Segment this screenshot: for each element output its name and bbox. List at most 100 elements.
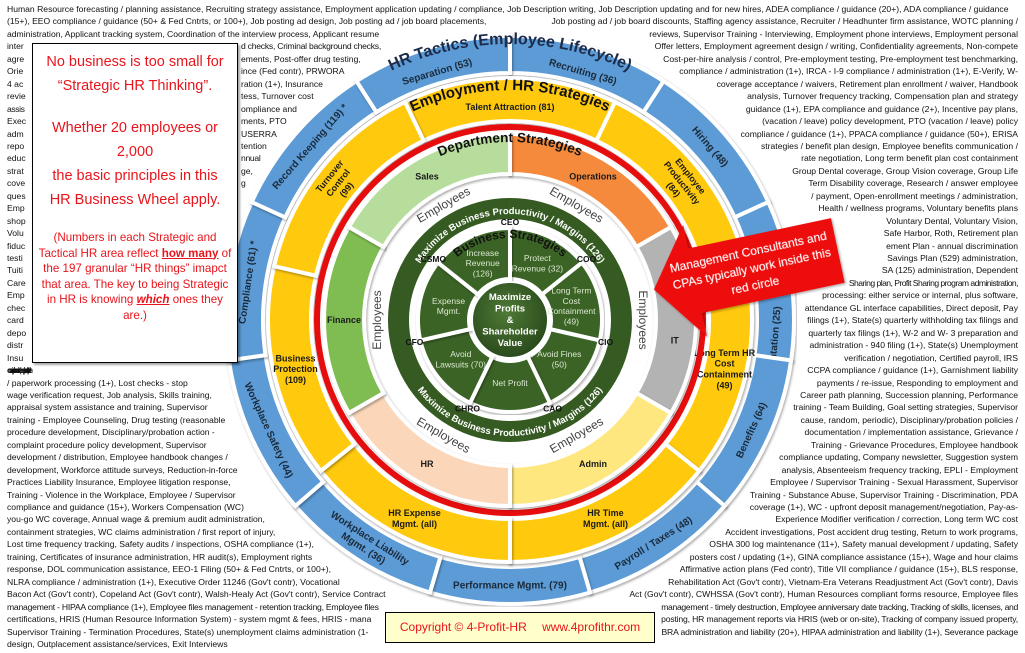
service-text-line: / payment, Open-enrollment meetings / ad… bbox=[811, 190, 1018, 201]
service-text-fragment: adm bbox=[7, 128, 24, 139]
business-label-line: Revenue bbox=[466, 258, 500, 268]
strategy-label-line: Business bbox=[276, 353, 316, 363]
executive-label: CHRO bbox=[455, 403, 480, 413]
service-text-line: analysis, Turnover frequency tracking, C… bbox=[747, 91, 1018, 102]
service-text-line: Cost-per-hire analysis / control, Pre-em… bbox=[663, 53, 1018, 64]
center-label-line: Value bbox=[498, 338, 523, 349]
service-text-line: OSHA 300 log maintenance (11+), Safety m… bbox=[709, 539, 1018, 550]
employees-label: Employees bbox=[370, 290, 384, 349]
service-text-line: Career path planning, Succession plannin… bbox=[800, 389, 1018, 400]
service-text-line: compliance / guidance (1+), PPACA compli… bbox=[740, 128, 1018, 139]
executive-label: CFO bbox=[405, 337, 423, 347]
message-line: HR Business Wheel apply. bbox=[49, 192, 221, 208]
strategy-label-line: Mgmt. (all) bbox=[583, 519, 628, 529]
service-text-line: compliance / correspondence (employment … bbox=[7, 365, 29, 376]
business-label-line: Lawsuits (70) bbox=[435, 359, 486, 369]
message-line: “Strategic HR Thinking”. bbox=[57, 78, 213, 94]
service-text-line: development / distribution, Employee han… bbox=[7, 452, 228, 463]
service-text-fragment: chec bbox=[7, 302, 26, 313]
service-text-line: Experience Modifier verification / corre… bbox=[775, 514, 1018, 525]
strategy-label: Talent Attraction (81) bbox=[465, 102, 554, 112]
service-text-line: filings (1+), State(s) quarterly withhol… bbox=[807, 315, 1018, 326]
spacer bbox=[36, 212, 234, 230]
service-text-line: NLRA compliance / administration (1+), E… bbox=[7, 576, 340, 587]
service-text-line: Term Disability coverage, Research / ans… bbox=[808, 178, 1018, 189]
service-text-line: containment strategies, WC claims admini… bbox=[7, 526, 276, 537]
service-text-fragment: assis bbox=[7, 103, 25, 114]
center-label-line: Shareholder bbox=[482, 327, 538, 338]
business-label-line: Mgmt. bbox=[437, 306, 461, 316]
copyright-box: Copyright © 4-Profit-HR www.4profithr.co… bbox=[385, 612, 655, 643]
service-text-line: complaint procedure policy development, … bbox=[7, 439, 207, 450]
executive-label: CIO bbox=[598, 337, 614, 347]
business-label-line: Avoid Fines bbox=[537, 349, 581, 359]
message-line: Whether 20 employees or 2,000 bbox=[51, 120, 219, 160]
business-label: Avoid Fines(50) bbox=[537, 349, 581, 369]
service-text-line: attendance GL interface capabilities, Di… bbox=[804, 302, 1018, 313]
service-text-fragment: shop bbox=[7, 215, 26, 226]
service-text-line: processing: either service or internal, … bbox=[822, 290, 1018, 301]
service-text-line: wage verification request, Job analysis,… bbox=[7, 389, 212, 400]
service-text-line: administration - 940 filing (1+), State(… bbox=[809, 340, 1019, 351]
service-text-line: management - HIPAA compliance (1+), Empl… bbox=[7, 601, 379, 612]
strategy-label-line: Cost bbox=[714, 359, 734, 369]
service-text-line: Offer letters, Employment agreement desi… bbox=[654, 41, 1018, 52]
service-text-line: Training - Violence in the Workplace, Em… bbox=[7, 489, 236, 500]
message-line: No business is too small for bbox=[46, 54, 224, 70]
service-text-fragment: g bbox=[241, 178, 246, 189]
note-text: of bbox=[218, 246, 232, 260]
business-label-line: Net Profit bbox=[492, 378, 528, 388]
department-label: Finance bbox=[327, 315, 361, 325]
note-text: the 197 granular “HR things” imapct bbox=[43, 262, 227, 275]
service-text-line: coverage (1+), WC - upfront deposit mana… bbox=[749, 502, 1018, 512]
service-text-fragment: d checks, Criminal background checks, bbox=[241, 41, 381, 52]
website-link[interactable]: www.4profithr.com bbox=[542, 620, 641, 634]
service-text-line: Supervisor Training - Termination Proced… bbox=[7, 626, 369, 637]
service-text-line: training, Certificates of insurance admi… bbox=[7, 551, 313, 562]
service-text-line: documentation / implementation assistanc… bbox=[804, 427, 1018, 438]
service-text-fragment: Volu bbox=[7, 228, 24, 239]
note-text: that area. The key to being Strategic in bbox=[41, 277, 229, 307]
business-label-line: Expense bbox=[432, 296, 465, 306]
service-text-line: payments / re-issue, Responding to emplo… bbox=[816, 377, 1018, 388]
executive-label: CEO bbox=[501, 217, 520, 227]
service-text-fragment: Emp bbox=[7, 290, 25, 301]
service-text-line: response, DOL communication assistance, … bbox=[7, 564, 331, 575]
service-text-line: development, Workforce attitude surveys,… bbox=[7, 464, 238, 475]
service-text-line: posting, HR management reports via HRIS … bbox=[661, 614, 1018, 625]
business-label-line: Long Term bbox=[551, 286, 591, 296]
service-text-fragment: Emp bbox=[7, 203, 25, 214]
service-text-fragment: educ bbox=[7, 153, 26, 164]
service-text-line: posters cost / updating (1+), GINA compl… bbox=[689, 551, 1018, 562]
service-text-line: Training - Grievance Procedures, Employe… bbox=[811, 439, 1018, 450]
service-text-line: management - timely destruction, Employe… bbox=[661, 601, 1018, 612]
department-segment bbox=[346, 131, 512, 250]
service-text-fragment: strat bbox=[7, 165, 24, 176]
business-sector bbox=[435, 225, 512, 298]
service-text-fragment: fiduc bbox=[7, 240, 26, 251]
tactic-label: Performance Mgmt. (79) bbox=[453, 581, 567, 592]
strategy-label-line: HR Time bbox=[587, 508, 623, 518]
executive-label: COO bbox=[577, 254, 597, 264]
service-text-fragment: tention bbox=[241, 140, 267, 151]
service-text-line: coverage acceptance / waivers, Retiremen… bbox=[716, 78, 1018, 89]
department-label: IT bbox=[671, 335, 680, 345]
service-text-line: you-go WC coverage, Annual wage & premiu… bbox=[7, 514, 265, 525]
department-label-line: Operations bbox=[569, 171, 617, 181]
strategy-label-line: Long Term HR bbox=[694, 348, 756, 358]
arrow-head-icon bbox=[653, 218, 845, 337]
service-text-line: Job posting ad / job board discounts, St… bbox=[551, 16, 1018, 27]
service-text-line: Sharing plan, Profit Sharing program adm… bbox=[848, 277, 1019, 288]
business-label-line: (50) bbox=[552, 359, 567, 369]
service-text-line: / paperwork processing (1+), Lost checks… bbox=[7, 377, 188, 388]
note-emphasis: which bbox=[136, 293, 170, 306]
service-text-line: Voluntary Dental, Voluntary Vision, bbox=[886, 215, 1018, 226]
strategy-label-line: HR Expense bbox=[388, 508, 441, 518]
